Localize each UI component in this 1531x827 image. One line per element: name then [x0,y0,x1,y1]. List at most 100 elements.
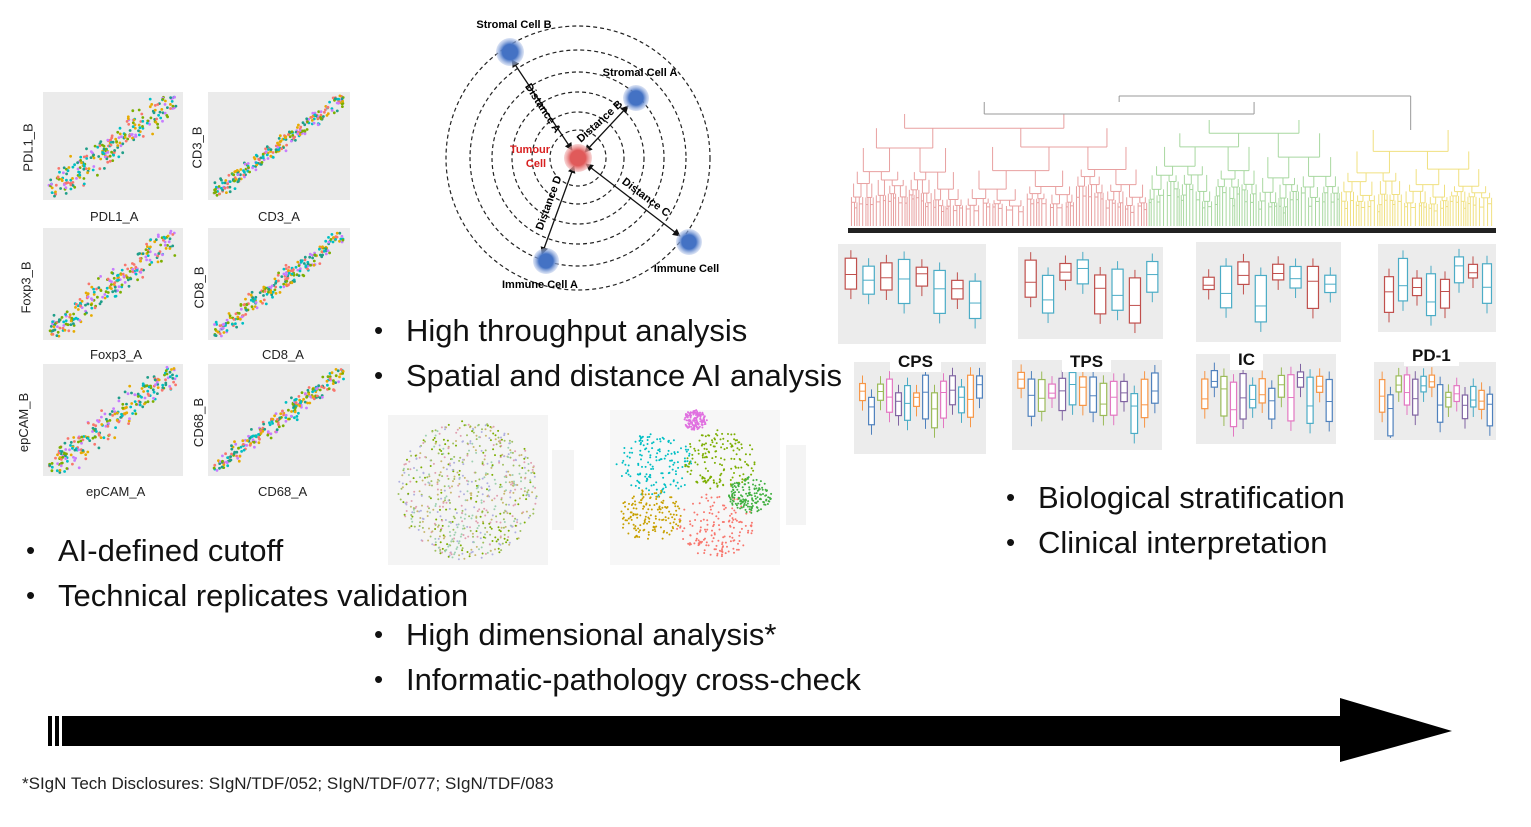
cell-point [514,503,517,506]
cell-point [441,519,444,522]
cell-point [504,525,507,528]
scatter-point [123,263,127,267]
tsne-point [716,434,719,437]
cell-point [473,506,476,509]
cell-point [421,539,424,542]
tsne-point [715,515,718,518]
scatter-point [58,326,62,330]
tsne-point [637,464,640,466]
scatter-point [72,330,76,333]
cell-point [471,532,474,535]
tsne-point [649,456,652,459]
cell-point [461,440,464,443]
scatter-point [311,395,315,399]
scatter-point [316,123,320,127]
scatter-point [168,370,172,374]
cell-point [449,501,451,504]
tsne-point [744,479,746,482]
scatter-point [284,413,288,417]
cell-point [451,485,453,488]
cell-point [488,495,491,498]
scatter-point [212,466,216,470]
tsne-point [648,475,651,478]
cell-point [447,485,450,488]
scatter-point [321,245,324,249]
scatter-point [234,322,237,326]
cell-point [498,461,501,464]
scatter-point [94,435,97,439]
cell-point [500,498,503,501]
scatter-point [165,114,169,117]
cell-point [431,543,434,546]
cell-point [491,499,494,502]
cell-point [458,540,461,543]
bullet-replicates: Technical replicates validation [20,573,468,618]
tsne-point [669,459,672,462]
tsne-point [631,502,634,505]
scatter-point [328,100,331,104]
cell-point [477,491,480,493]
scatter-point [72,455,75,459]
scatter-point [63,470,66,473]
scatter-point [50,462,54,465]
tsne-point [673,502,676,505]
scatter-point [106,138,110,142]
scatter-point [339,368,343,371]
tsne-point [740,494,742,497]
scatter-point [68,313,72,317]
scatter-point [98,144,102,148]
tsne-point [745,512,748,515]
scatter-point [171,244,175,248]
cell-point [480,556,483,559]
scatter-point [171,104,175,108]
cell-point [428,482,431,485]
cell-point [436,481,439,484]
scatter-point [86,295,90,299]
tsne-point [722,437,725,440]
scatter-point [250,290,254,294]
tsne-point [696,532,699,535]
tsne-point [669,442,672,445]
scatter-point [71,446,74,450]
cell-point [413,467,415,469]
tsne-point [627,464,630,467]
cell-point [477,524,480,527]
tsne-point [686,457,689,460]
cell-point [486,551,489,554]
scatter-point [81,449,85,452]
cell-point [442,537,445,540]
tsne-point [637,531,640,533]
cell-point [470,517,473,520]
cell-point [470,548,473,551]
tsne-point [663,530,666,532]
scatter-point [311,253,314,257]
scatter-point [167,240,171,244]
cell-point [419,509,422,512]
bullet-informatic-pathology: Informatic-pathology cross-check [368,657,861,702]
scatter-point [295,418,299,422]
scatter-point [133,400,137,403]
tsne-point [640,458,642,461]
tsne-point [737,502,740,505]
tsne-point [769,497,772,500]
scatter-point [228,180,232,183]
cell-point [421,520,424,523]
tsne-point [641,493,644,496]
scatter-point [116,289,119,292]
scatter-point [284,273,288,277]
cell-point [493,508,496,511]
cell-point [439,508,441,511]
scatter-point [96,419,99,422]
distance-b-label: Distance B [575,98,625,145]
cell-point [453,533,456,536]
tsne-point [651,493,654,496]
cell-point [441,524,444,527]
cell-point [412,508,415,511]
cell-point [516,484,519,486]
tsne-point [655,456,658,458]
tsne-point [649,474,652,477]
tsne-point [731,486,734,489]
tsne-point [644,493,647,496]
scatter-point [278,416,282,420]
scatter-point [169,387,173,391]
